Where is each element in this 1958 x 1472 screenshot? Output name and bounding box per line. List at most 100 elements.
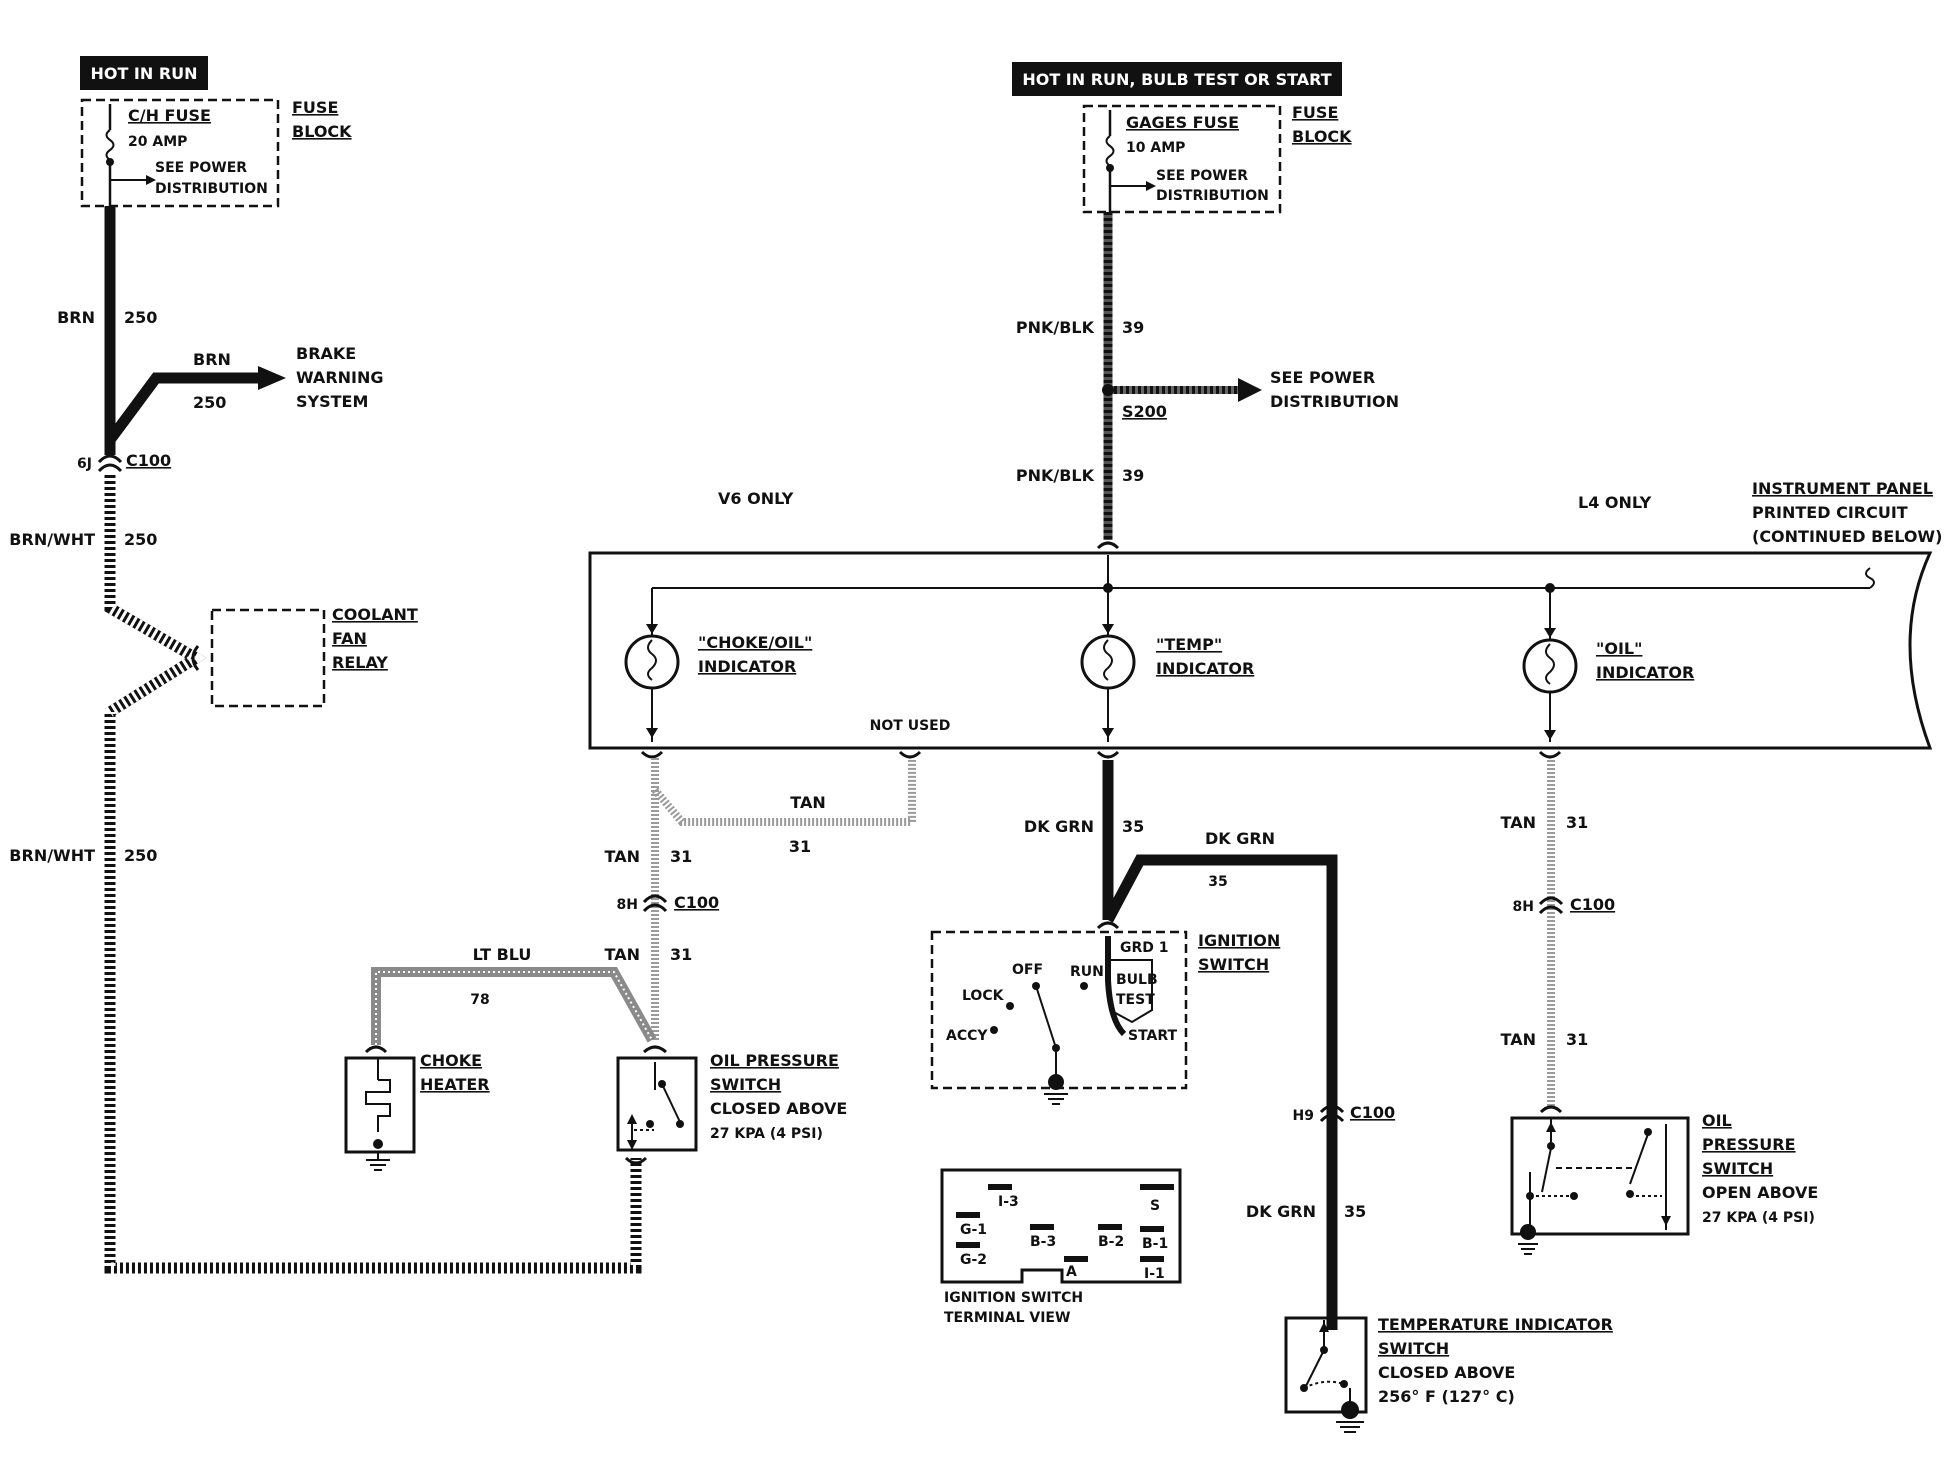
connector-pin: H9 [1293,1108,1314,1124]
see-power-label: SEE POWER [1156,168,1248,184]
arrow-icon [1238,378,1262,402]
choke-heater: CHOKE HEATER [344,1045,490,1171]
circuit-number: 31 [670,847,692,866]
panel-connectors [640,750,1562,759]
lt-blu-78-wire: LT BLU 78 [371,945,657,1045]
wire-color-label: TAN [605,945,640,964]
see-power-label: SEE POWER [155,160,247,176]
circuit-number: 31 [789,837,811,856]
c100-connector-6j: 6J C100 [77,451,171,473]
relay-label: FAN [332,629,367,648]
circuit-number: 250 [124,846,157,865]
distribution-label: DISTRIBUTION [1270,392,1399,411]
oil-pressure-switch-l4: OIL PRESSURE SWITCH OPEN ABOVE 27 KPA (4… [1510,1111,1818,1255]
brake-warning-label: WARNING [296,368,384,387]
bulb-test-contact [1109,959,1153,1024]
position-label: TEST [1116,992,1155,1008]
dk-grn-35-wire: DK GRN 35 DK GRN 35 H9 C100 DK GRN 35 [1024,760,1395,1330]
wire-color-label: PNK/BLK [1016,466,1095,485]
connector-pin: 6J [77,456,92,472]
brake-warning-label: SYSTEM [296,392,368,411]
indicator-label: "OIL" [1596,639,1642,658]
svg-text:HOT IN RUN: HOT IN RUN [90,64,197,83]
arrow-icon [258,366,286,390]
wire-color-label: DK GRN [1024,817,1094,836]
fuse-block-label: BLOCK [292,122,352,141]
ignition-switch-label: SWITCH [1198,955,1269,974]
fuse-block-label: FUSE [1292,103,1338,122]
position-label: START [1128,1028,1178,1044]
bulb-icon [1103,639,1113,681]
indicator-label: INDICATOR [1596,663,1694,682]
switch-label: OIL PRESSURE [710,1051,839,1070]
wire-color-label: BRN [193,350,231,369]
position-label: RUN [1070,964,1104,980]
ignition-switch: IGNITION SWITCH GRD 1 OFF RUN LOCK ACCY … [930,921,1280,1105]
choke-heater-label: CHOKE [420,1051,482,1070]
circuit-number: 31 [670,945,692,964]
hot-in-run-badge-right: HOT IN RUN, BULB TEST OR START [1012,62,1342,96]
temp-indicator: "TEMP" INDICATOR [1080,588,1254,742]
see-power-label: SEE POWER [1270,368,1375,387]
wire-color-label: TAN [790,793,825,812]
relay-label: COOLANT [332,605,418,624]
l4-only-label: L4 ONLY [1578,493,1652,512]
circuit-number: 39 [1122,466,1144,485]
coolant-fan-relay: COOLANT FAN RELAY [191,605,418,708]
position-label: LOCK [962,988,1005,1004]
switch-spec: 27 KPA (4 PSI) [1702,1210,1815,1226]
arrow-icon [1146,181,1156,191]
panel-title: (CONTINUED BELOW) [1752,527,1942,546]
fuse-symbol-left [105,129,115,161]
circuit-number: 35 [1122,817,1144,836]
circuit-number: 35 [1344,1202,1366,1221]
distribution-label: DISTRIBUTION [1156,188,1269,204]
indicator-label: INDICATOR [698,657,796,676]
terminal-view-caption: IGNITION SWITCH [944,1290,1083,1306]
brn-250-wire: BRN 250 BRN 250 BRAKE WARNING SYSTEM [57,206,384,455]
relay-label: RELAY [332,653,388,672]
oil-pressure-switch-v6: OIL PRESSURE SWITCH CLOSED ABOVE 27 KPA … [616,1045,847,1165]
fuse-symbol-right [1105,135,1115,167]
switch-label: PRESSURE [1702,1135,1796,1154]
heater-element-icon [365,1079,391,1132]
v6-only-label: V6 ONLY [718,489,794,508]
ignition-switch-terminal-view: I-3 S G-1 G-2 B-3 B-2 B-1 A I-1 IGNITION… [940,1168,1182,1326]
switch-label: TEMPERATURE INDICATOR [1378,1315,1613,1334]
arrow-icon [146,175,156,185]
brn-wht-250-wire: BRN/WHT 250 BRN/WHT 250 [9,472,642,1274]
switch-spec: CLOSED ABOVE [710,1099,847,1118]
terminal-label: B-3 [1030,1234,1056,1250]
choke-oil-indicator: "CHOKE/OIL" INDICATOR [624,588,812,742]
indicator-label: "TEMP" [1156,635,1222,654]
connector-pin: 8H [1513,899,1534,915]
wire-color-label: BRN [57,308,95,327]
circuit-number: 78 [470,992,489,1008]
terminal-view-caption: TERMINAL VIEW [944,1310,1070,1326]
connector-label: C100 [674,893,719,912]
gages-fuse-label: GAGES FUSE [1126,113,1239,132]
terminal-label: I-3 [998,1194,1019,1210]
switch-spec: CLOSED ABOVE [1378,1363,1515,1382]
not-used-label: NOT USED [870,718,951,734]
ch-fuse-rating: 20 AMP [128,134,187,150]
wire-color-label: TAN [1501,1030,1536,1049]
choke-heater-label: HEATER [420,1075,490,1094]
switch-spec: OPEN ABOVE [1702,1183,1818,1202]
tan-31-wire-v6: TAN 31 TAN 31 8H C100 TAN 31 [605,758,916,1040]
terminal-label: B-2 [1098,1234,1124,1250]
switch-spec: 256° F (127° C) [1378,1387,1515,1406]
brake-warning-label: BRAKE [296,344,356,363]
wire-color-label: BRN/WHT [9,846,95,865]
svg-text:HOT IN RUN, BULB TEST OR STA: HOT IN RUN, BULB TEST OR START [1022,70,1331,89]
terminal-label: G-2 [960,1252,987,1268]
distribution-label: DISTRIBUTION [155,181,268,197]
switch-label: OIL [1702,1111,1732,1130]
circuit-number: 35 [1208,874,1227,890]
wire-color-label: BRN/WHT [9,530,95,549]
switch-label: SWITCH [1378,1339,1449,1358]
terminal-label: S [1150,1198,1160,1214]
splice-label: S200 [1122,402,1167,421]
circuit-number: 31 [1566,813,1588,832]
